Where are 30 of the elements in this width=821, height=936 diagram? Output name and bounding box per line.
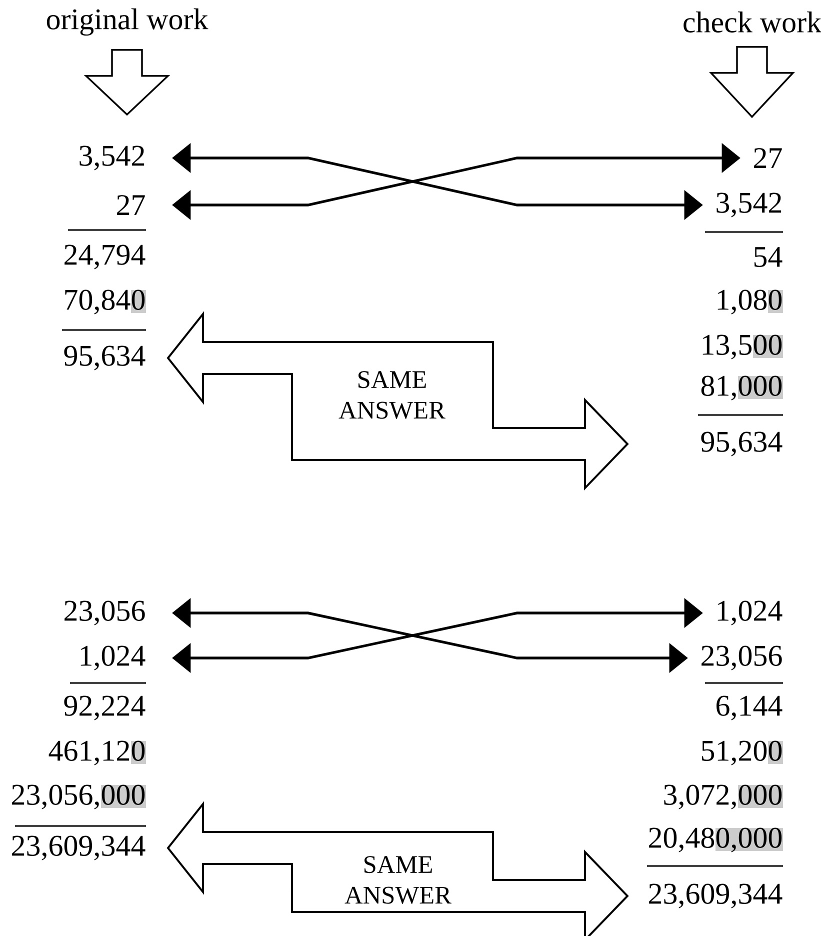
number: 27 — [117, 195, 145, 215]
number: 3,542 — [80, 146, 144, 170]
number: 23,609,344 — [12, 836, 146, 860]
number: 24,794 — [64, 244, 146, 270]
number: 3,072,000 — [664, 784, 783, 810]
number: 51,200 — [702, 740, 783, 766]
number: 13,500 — [702, 334, 783, 360]
number: 95,634 — [64, 346, 146, 370]
hollow-arrow — [84, 49, 170, 116]
edge-label: SAME ANSWER — [320, 370, 464, 420]
number: 20,480,000 — [649, 828, 783, 852]
column-heading: original work — [46, 8, 208, 36]
hollow-arrow — [709, 46, 795, 118]
number: 23,056 — [702, 646, 782, 670]
number: 461,120 — [48, 740, 146, 766]
number: 1,024 — [80, 646, 146, 670]
number: 54 — [754, 246, 782, 268]
number: 3,542 — [716, 192, 782, 218]
number: 27 — [754, 148, 782, 168]
number: 1,024 — [718, 600, 782, 626]
number: 23,056,000 — [12, 784, 146, 810]
number: 1,080 — [718, 290, 783, 314]
number: 23,609,344 — [649, 884, 782, 908]
number: 95,634 — [701, 432, 782, 456]
number: 92,224 — [64, 696, 146, 720]
edge-label: SAME ANSWER — [326, 854, 470, 906]
number: 6,144 — [716, 696, 782, 720]
number: 81,000 — [701, 376, 783, 400]
number: 70,840 — [65, 290, 146, 314]
number: 23,056 — [64, 600, 145, 626]
